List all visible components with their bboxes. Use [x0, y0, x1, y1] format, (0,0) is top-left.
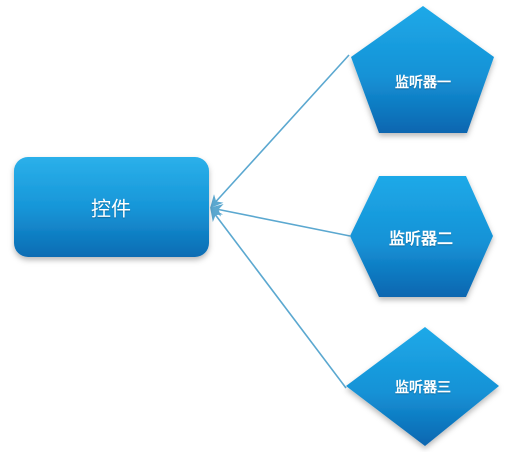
arrow-listener-3: [210, 207, 347, 389]
listener-1-label: 监听器一: [395, 75, 451, 91]
listener-3-diamond: [346, 327, 499, 446]
arrow-listener-2: [209, 204, 351, 237]
control-box: [14, 157, 209, 257]
listener-2-label: 监听器二: [388, 229, 454, 248]
listener-1-pentagon: [351, 6, 494, 133]
listener-3-label: 监听器三: [395, 380, 451, 396]
listener-2-hexagon: [350, 176, 493, 297]
arrow-listener-1: [210, 54, 350, 208]
control-label: 控件: [91, 196, 131, 221]
